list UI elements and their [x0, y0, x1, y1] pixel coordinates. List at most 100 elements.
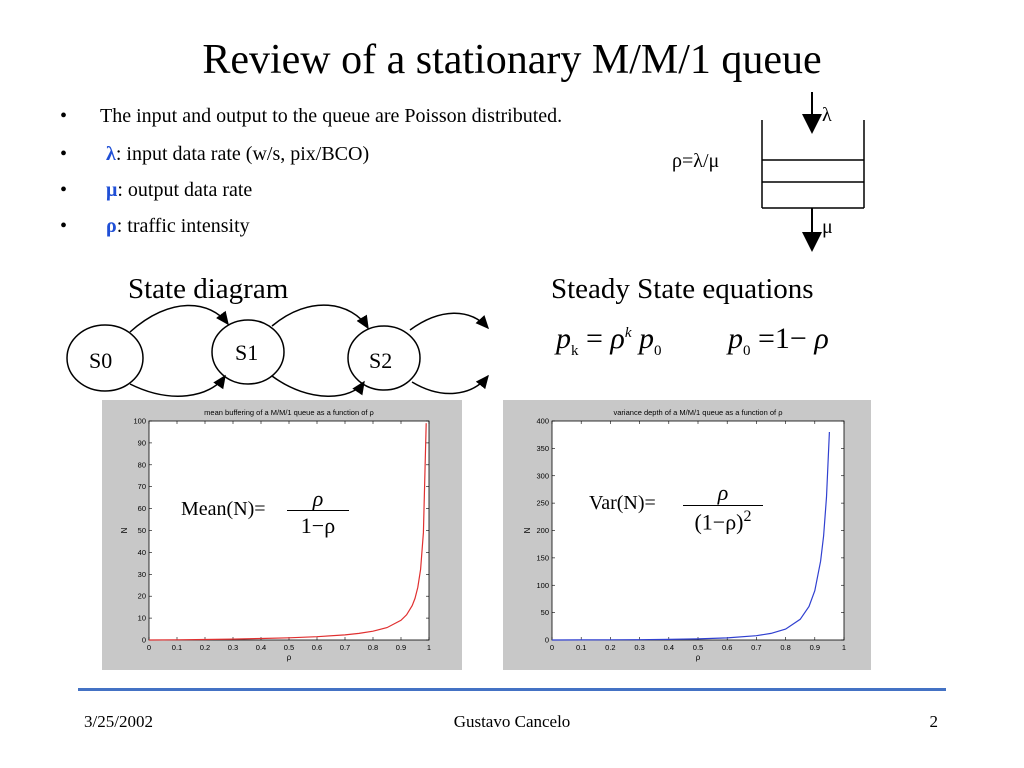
queue-diagram — [761, 92, 865, 252]
slide-title: Review of a stationary M/M/1 queue — [202, 37, 822, 83]
x-tick-label: 0 — [147, 643, 151, 652]
variance-chart-panel: variance depth of a M/M/1 queue as a fun… — [503, 400, 871, 670]
y-tick-label: 20 — [138, 592, 146, 601]
bullet-text: : input data rate (w/s, pix/BCO) — [115, 143, 370, 165]
y-tick-label: 400 — [536, 417, 549, 426]
transition-s2-s3 — [409, 312, 490, 331]
eq-sub-0: 0 — [743, 343, 751, 359]
series-line — [148, 423, 427, 641]
x-tick-label: 0.6 — [312, 643, 322, 652]
eq-one-minus: 1− — [774, 322, 807, 355]
variance-chart: variance depth of a M/M/1 queue as a fun… — [523, 408, 846, 662]
bullet-dot: • — [60, 143, 68, 165]
x-tick-label: 0.6 — [722, 643, 732, 652]
eq-p: p — [728, 322, 743, 355]
x-axis-label: ρ — [287, 653, 292, 662]
y-tick-label: 70 — [138, 482, 146, 491]
x-tick-label: 0.7 — [340, 643, 350, 652]
mean-formula-numerator: ρ — [312, 486, 324, 511]
state-diagram — [66, 304, 490, 397]
eq-equals: = — [586, 322, 603, 355]
chart-title: mean buffering of a M/M/1 queue as a fun… — [204, 408, 374, 417]
x-tick-label: 1 — [427, 643, 431, 652]
y-tick-label: 40 — [138, 548, 146, 557]
x-tick-label: 0 — [550, 643, 554, 652]
bullet-2: • λ: input data rate (w/s, pix/BCO) — [60, 142, 369, 166]
x-tick-label: 0.8 — [368, 643, 378, 652]
queue-mu: μ — [822, 216, 833, 238]
y-tick-label: 100 — [536, 581, 549, 590]
x-tick-label: 0.3 — [634, 643, 644, 652]
y-axis-label: N — [523, 527, 532, 533]
mean-chart-panel: mean buffering of a M/M/1 queue as a fun… — [102, 400, 462, 670]
mean-fraction-bar — [287, 510, 349, 511]
eq-p: p — [556, 322, 571, 355]
var-formula-label: Var(N)= — [589, 492, 656, 514]
var-den-text: (1−ρ) — [694, 509, 744, 535]
state-s0-label: S0 — [89, 348, 113, 373]
x-tick-label: 0.5 — [693, 643, 703, 652]
steady-state-heading: Steady State equations — [551, 273, 814, 305]
equation-pk: pk = ρk p0 — [556, 322, 662, 360]
eq-rho: ρ — [610, 322, 625, 355]
plot-area — [551, 420, 845, 641]
eq-sub-k: k — [571, 343, 579, 359]
queue-lambda: λ — [822, 104, 832, 126]
bullet-dot: • — [60, 179, 68, 201]
x-tick-label: 0.4 — [256, 643, 266, 652]
mean-chart: mean buffering of a M/M/1 queue as a fun… — [120, 408, 431, 662]
y-tick-label: 90 — [138, 438, 146, 447]
transition-s1-s0 — [129, 374, 226, 397]
y-tick-label: 0 — [545, 636, 549, 645]
footer-rule — [78, 688, 946, 691]
y-tick-label: 100 — [133, 417, 146, 426]
bullet-dot: • — [60, 215, 68, 237]
bullet-1: • The input and output to the queue are P… — [60, 104, 562, 128]
x-tick-label: 1 — [842, 643, 846, 652]
eq-equals: = — [758, 322, 775, 355]
bullet-3: • μ: output data rate — [60, 178, 252, 202]
series-line — [551, 431, 830, 641]
x-tick-label: 0.1 — [172, 643, 182, 652]
bullet-text: : traffic intensity — [116, 215, 250, 237]
bullet-dot: • — [60, 105, 68, 127]
state-s1-label: S1 — [235, 340, 259, 365]
y-tick-label: 250 — [536, 499, 549, 508]
footer-date: 3/25/2002 — [84, 712, 153, 731]
bullet-text: : output data rate — [117, 179, 253, 201]
footer-author: Gustavo Cancelo — [453, 712, 571, 731]
var-formula-numerator: ρ — [717, 480, 729, 505]
x-tick-label: 0.8 — [780, 643, 790, 652]
y-tick-label: 50 — [138, 526, 146, 535]
y-tick-label: 80 — [138, 460, 146, 469]
x-tick-label: 0.5 — [284, 643, 294, 652]
state-diagram-heading: State diagram — [128, 273, 289, 305]
chart-title: variance depth of a M/M/1 queue as a fun… — [614, 408, 783, 417]
state-s2 — [347, 325, 421, 391]
state-s1 — [211, 319, 285, 385]
transition-s3-s2 — [411, 374, 489, 395]
lambda-symbol: λ — [106, 143, 116, 165]
y-tick-label: 350 — [536, 444, 549, 453]
y-axis-label: N — [120, 527, 129, 533]
var-formula-denominator: (1−ρ)2 — [683, 508, 763, 535]
transition-s1-s2 — [271, 304, 369, 330]
transition-s0-s1 — [129, 304, 229, 333]
eq-sup-k: k — [624, 325, 632, 341]
x-tick-label: 0.7 — [751, 643, 761, 652]
rho-symbol: ρ — [106, 215, 117, 237]
x-tick-label: 0.4 — [664, 643, 674, 652]
bullet-text: The input and output to the queue are Po… — [100, 105, 563, 127]
x-tick-label: 0.9 — [810, 643, 820, 652]
x-tick-label: 0.2 — [200, 643, 210, 652]
transition-s2-s1 — [271, 375, 365, 397]
y-tick-label: 10 — [138, 614, 146, 623]
y-tick-label: 200 — [536, 526, 549, 535]
mu-symbol: μ — [106, 179, 118, 201]
x-tick-label: 0.3 — [228, 643, 238, 652]
y-tick-label: 30 — [138, 570, 146, 579]
footer-page-number: 2 — [929, 712, 939, 731]
state-s0 — [66, 324, 144, 392]
mean-formula-label: Mean(N)= — [181, 498, 266, 520]
eq-rho: ρ — [814, 322, 829, 355]
